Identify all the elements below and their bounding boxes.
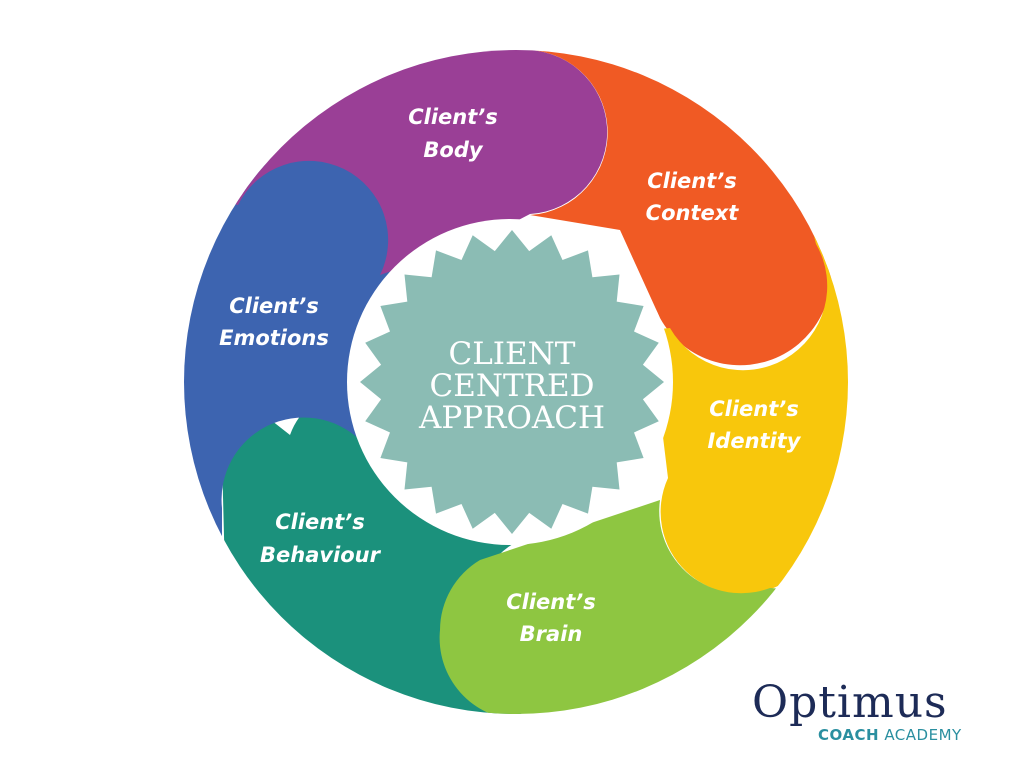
segment-emotions xyxy=(184,144,406,560)
label-identity-line2: Identity xyxy=(707,429,801,453)
label-emotions-line2: Emotions xyxy=(219,326,329,350)
label-identity-line1: Client’s xyxy=(709,397,799,421)
label-body-line1: Client’s xyxy=(408,105,498,129)
optimus-logo: Optimus COACH ACADEMY xyxy=(752,680,1002,750)
center-line-2: CENTRED xyxy=(430,368,595,404)
center-starburst xyxy=(360,230,664,534)
label-body-line2: Body xyxy=(423,138,483,162)
label-brain-line2: Brain xyxy=(520,622,583,646)
logo-tag-bold: COACH xyxy=(818,726,880,744)
label-brain-line1: Client’s xyxy=(506,590,596,614)
center-line-1: CLIENT xyxy=(449,336,576,372)
label-context-line1: Client’s xyxy=(647,169,737,193)
label-behaviour-line1: Client’s xyxy=(275,510,365,534)
logo-name: Optimus xyxy=(752,677,948,728)
center-line-3: APPROACH xyxy=(418,400,605,436)
label-emotions-line1: Client’s xyxy=(229,294,319,318)
logo-tag-rest: ACADEMY xyxy=(884,726,962,744)
label-context-line2: Context xyxy=(646,201,740,225)
label-behaviour-line2: Behaviour xyxy=(260,543,382,567)
segment-identity xyxy=(650,220,848,600)
logo-tagline: COACH ACADEMY xyxy=(818,726,962,744)
